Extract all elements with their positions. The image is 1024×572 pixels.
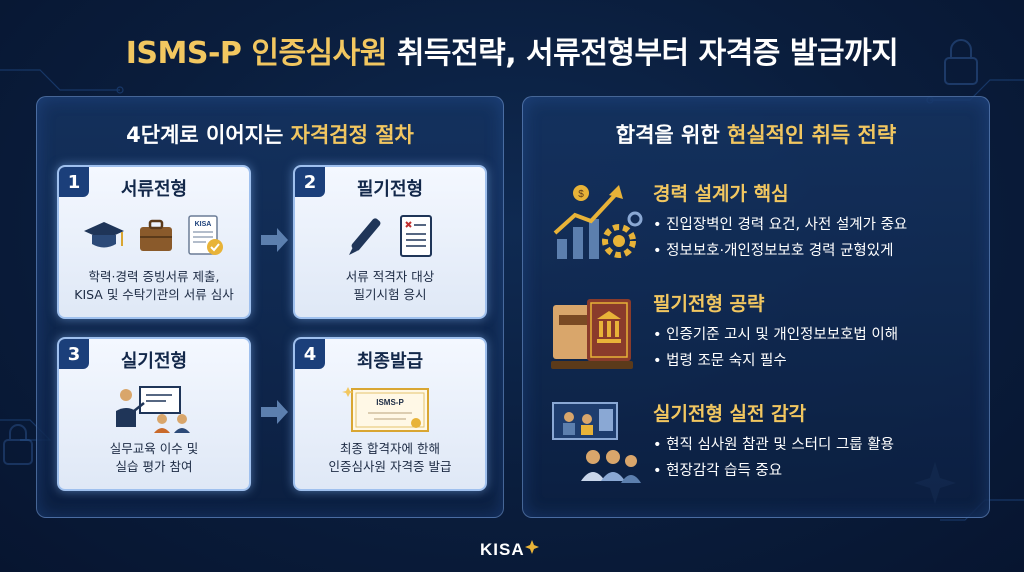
strategy-title: 필기전형 공략 — [653, 293, 765, 315]
arrow-right-icon — [261, 400, 288, 424]
step-name: 실기전형 — [120, 351, 188, 372]
strategy-bullet: • 법령 조문 숙지 필수 — [653, 353, 787, 369]
strategy-bullet: • 진입장벽인 경력 요건, 사전 설계가 중요 — [653, 217, 908, 233]
certification-process-panel: 4단계로 이어지는 자격검정 절차 1 서류전형 KISA — [36, 96, 504, 518]
graduation-cap-icon — [84, 222, 124, 248]
briefcase-icon — [140, 219, 172, 251]
process-panel-title: 4단계로 이어지는 자격검정 절차 — [126, 123, 414, 147]
certificate-icon: ISMS-P — [342, 387, 429, 432]
strategy-bullet: • 인증기준 고시 및 개인정보보호법 이해 — [653, 327, 899, 343]
step-number: 3 — [59, 339, 89, 369]
step-description: 실무교육 이수 및 실습 평가 참여 — [109, 441, 199, 474]
step-number: 2 — [295, 167, 325, 197]
growth-chart-gear-icon: $ — [553, 185, 643, 259]
classroom-training-icon — [116, 386, 190, 433]
kisa-document-icon: KISA — [188, 215, 223, 255]
strategy-bullet: • 정보보호·개인정보보호 경력 균형있게 — [653, 243, 894, 259]
strategy-written-exam: 필기전형 공략 • 인증기준 고시 및 개인정보보호법 이해 • 법령 조문 숙… — [547, 289, 977, 384]
step-description: 서류 적격자 대상 필기시험 응시 — [345, 269, 435, 302]
strategy-career-design: $ 경력 설계가 핵심 • 진입장벽인 경력 요건, 사전 설계가 중요 • 정… — [547, 179, 977, 274]
arrow-right-icon — [261, 228, 288, 252]
svg-text:ISMS-P: ISMS-P — [376, 398, 404, 407]
step-number: 4 — [295, 339, 325, 369]
exam-paper-icon — [400, 215, 432, 257]
step-card-practical-exam: 3 실기전형 실무교육 이수 및 실습 평가 참여 — [57, 337, 251, 491]
pen-icon — [349, 218, 381, 255]
kisa-logo: KISA — [480, 540, 539, 560]
step-name: 최종발급 — [356, 351, 424, 372]
study-group-icon — [552, 402, 641, 483]
strategy-title: 실기전형 실전 감각 — [653, 403, 807, 425]
step-number: 1 — [59, 167, 89, 197]
step-description: 학력·경력 증빙서류 제출, KISA 및 수탁기관의 서류 심사 — [74, 269, 234, 302]
title-rest: 취득전략, 서류전형부터 자격증 발급까지 — [386, 36, 899, 71]
strategy-bullet: • 현직 심사원 참관 및 스터디 그룹 활용 — [653, 437, 894, 453]
strategy-panel: 합격을 위한 현실적인 취득 전략 $ 경력 설계가 핵심 • 진입장벽인 경력… — [522, 96, 990, 518]
step-description: 최종 합격자에 한해 인증심사원 자격증 발급 — [328, 441, 452, 474]
step-card-written-exam: 2 필기전형 서류 적격자 대상 필기시험 응시 — [293, 165, 487, 319]
step-name: 필기전형 — [356, 179, 424, 200]
step-card-document-screening: 1 서류전형 KISA 학력·경력 — [57, 165, 251, 319]
logo-star-icon — [524, 540, 539, 554]
svg-text:$: $ — [578, 189, 584, 200]
title-highlight: ISMS-P 인증심사원 — [125, 36, 388, 71]
step-card-final-issuance: 4 최종발급 ISMS-P 최종 합격자에 한해 인증심사원 자격증 발급 — [293, 337, 487, 491]
strategy-practical-exam: 실기전형 실전 감각 • 현직 심사원 참관 및 스터디 그룹 활용 • 현장감… — [547, 399, 977, 494]
law-book-icon — [551, 299, 633, 369]
strategy-panel-title: 합격을 위한 현실적인 취득 전략 — [615, 123, 897, 147]
strategy-bullet: • 현장감각 습득 중요 — [653, 463, 783, 479]
svg-text:KISA: KISA — [195, 221, 212, 228]
strategy-title: 경력 설계가 핵심 — [653, 183, 789, 205]
step-name: 서류전형 — [120, 179, 188, 200]
page-title: ISMS-P 인증심사원 취득전략, 서류전형부터 자격증 발급까지 — [0, 28, 1024, 72]
